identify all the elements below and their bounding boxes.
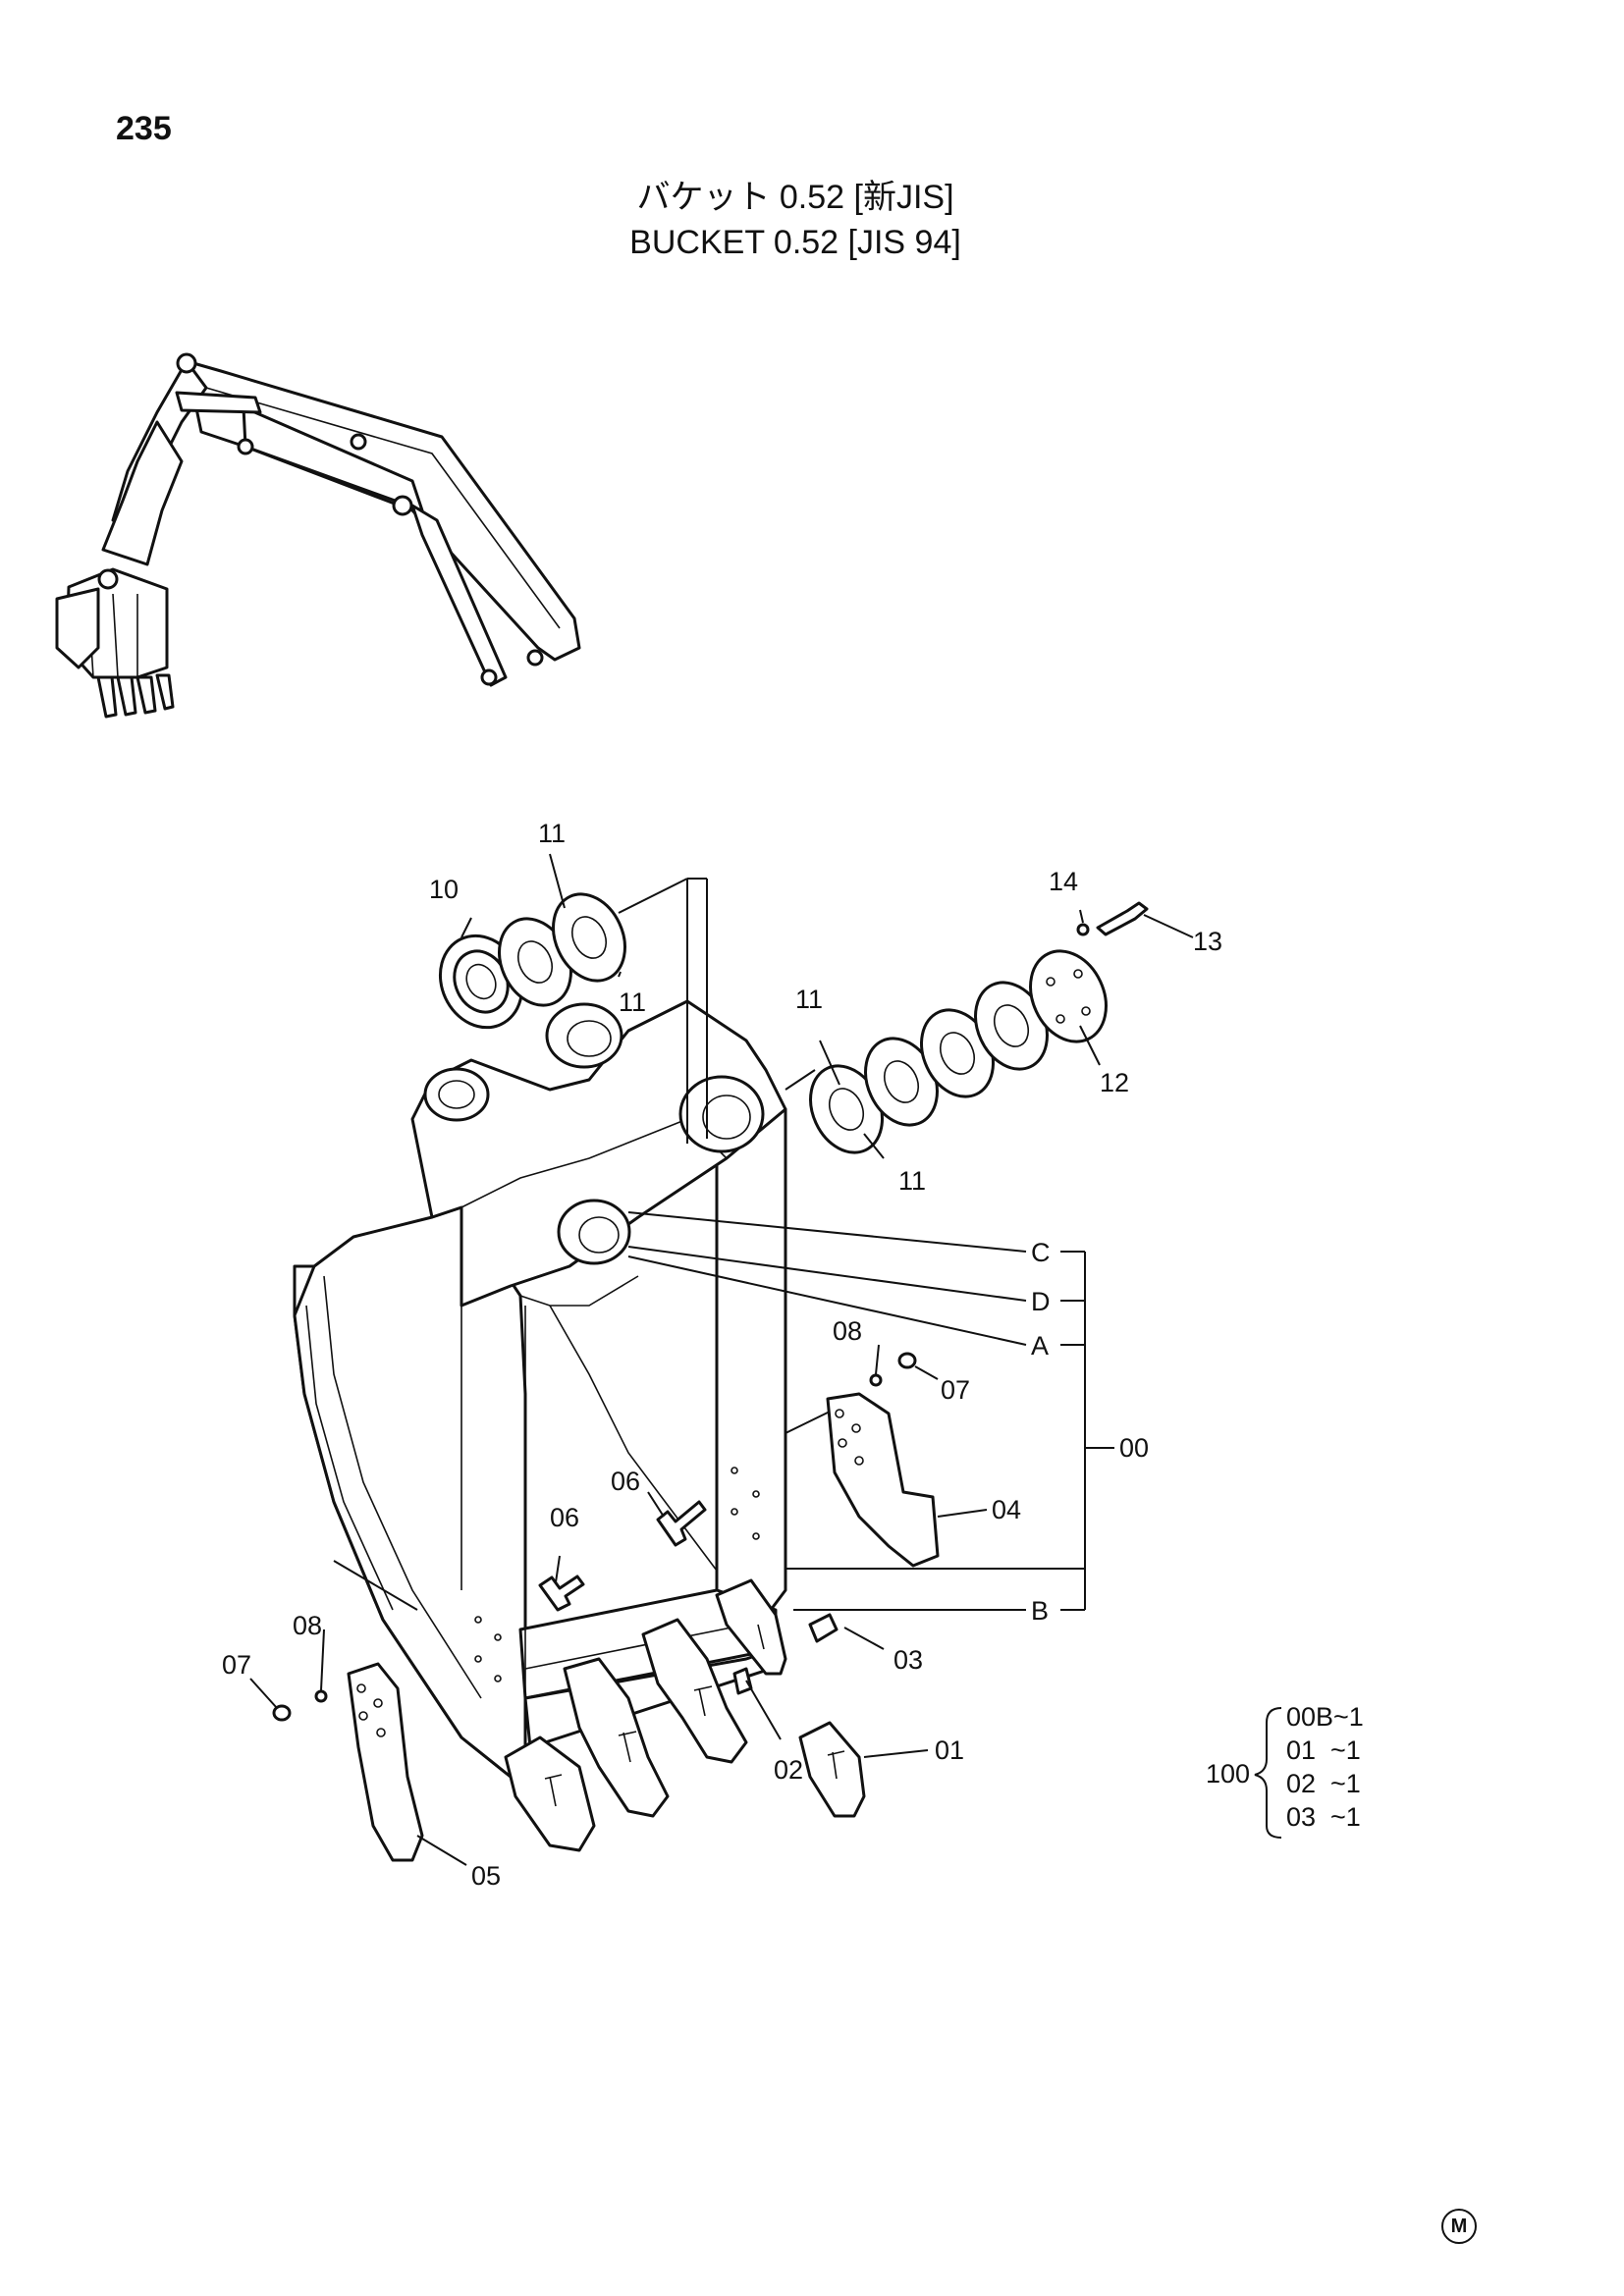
diagram-title: バケット 0.52 [新JIS] BUCKET 0.52 [JIS 94]	[550, 175, 1041, 265]
boss-arm-pin	[678, 1075, 765, 1153]
boss-upper-left	[423, 1067, 490, 1122]
callout-10: 10	[429, 875, 459, 904]
callout-11: 11	[795, 985, 823, 1014]
callout-04: 04	[992, 1495, 1021, 1524]
callout-13: 13	[1193, 927, 1222, 956]
callout-11: 11	[538, 819, 566, 848]
boss-upper-right	[545, 1002, 623, 1069]
kit-item: 02 ~1	[1286, 1769, 1361, 1798]
excavator-arm-thumbnail	[55, 352, 581, 719]
tooth	[563, 1657, 670, 1818]
bucket-body	[293, 999, 787, 1779]
title-japanese: バケット 0.52 [新JIS]	[636, 179, 954, 216]
page-number: 235	[116, 110, 172, 147]
tooth	[504, 1735, 596, 1852]
kit-item: 00B~1	[1286, 1702, 1364, 1732]
callout-03: 03	[893, 1645, 923, 1675]
callout-06: 06	[550, 1503, 579, 1532]
corner-mark: M	[1441, 2209, 1477, 2244]
tooth	[641, 1618, 748, 1764]
callout-12: 12	[1100, 1068, 1129, 1097]
tooth-lock	[732, 1667, 753, 1695]
callout-d: D	[1031, 1287, 1051, 1316]
callout-07: 07	[941, 1375, 970, 1405]
callout-08: 08	[833, 1316, 862, 1346]
tooth-detail	[798, 1721, 866, 1818]
callout-11: 11	[898, 1166, 926, 1196]
shim	[552, 892, 626, 983]
side-cutter-left	[347, 1662, 424, 1862]
callout-labels: 10 11 11 11 11 12 13 14 C D A 00 B 08 07…	[222, 819, 1222, 1891]
callout-05: 05	[471, 1861, 501, 1891]
callout-a: A	[1031, 1331, 1049, 1361]
leader-lines	[249, 853, 1194, 1866]
tooth-pin	[808, 1613, 839, 1643]
callout-00: 00	[1119, 1433, 1149, 1463]
plate-12	[1029, 949, 1108, 1043]
callout-02: 02	[774, 1755, 803, 1785]
kit-item: 03 ~1	[1286, 1802, 1361, 1832]
callout-01: 01	[935, 1735, 964, 1765]
shim-group-left	[438, 892, 626, 1030]
callout-11: 11	[619, 988, 646, 1017]
kit-item: 01 ~1	[1286, 1735, 1361, 1765]
callout-b: B	[1031, 1596, 1049, 1626]
callout-14: 14	[1049, 867, 1078, 896]
side-cutter-right	[826, 1392, 940, 1568]
callout-06: 06	[611, 1467, 640, 1496]
boss-link-pin	[557, 1199, 631, 1265]
shim-group-right	[809, 949, 1108, 1154]
shim	[974, 981, 1049, 1071]
kit-brace	[1254, 1707, 1282, 1839]
title-english: BUCKET 0.52 [JIS 94]	[629, 224, 961, 261]
callout-c: C	[1031, 1238, 1051, 1267]
callout-08: 08	[293, 1611, 322, 1640]
kit-number: 100	[1206, 1759, 1251, 1789]
hardware	[272, 901, 1149, 1722]
shim	[498, 917, 572, 1007]
bucket-teeth	[504, 1578, 866, 1852]
callout-07: 07	[222, 1650, 251, 1680]
tooth	[715, 1578, 787, 1676]
